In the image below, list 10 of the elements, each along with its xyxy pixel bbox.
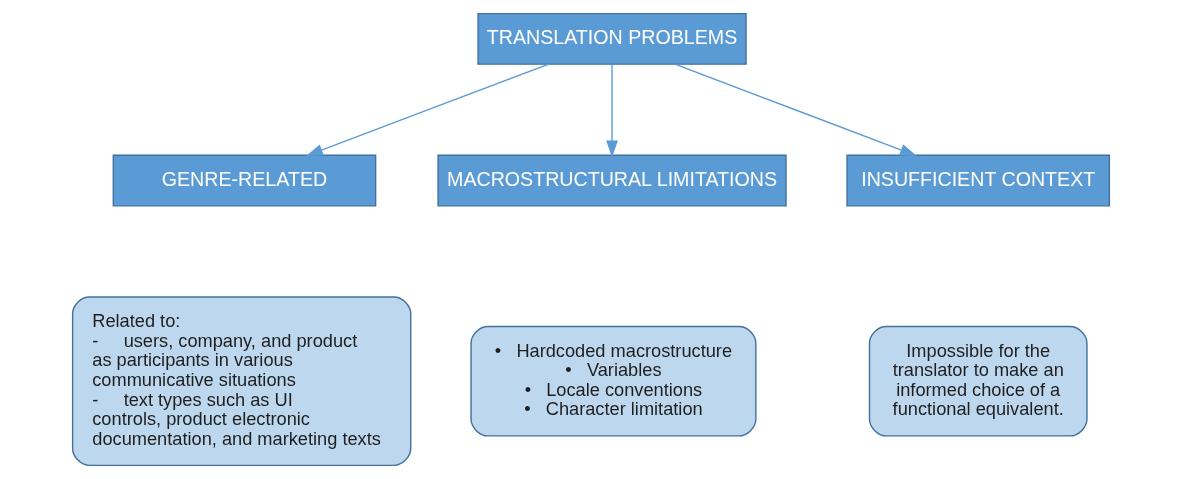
- node-box: Impossible for the translator to make an informed choice of a functional equivalent.: [868, 325, 1088, 437]
- node-box: Related to: - users, company, and product as participants in various communicative situations - text types such as UI controls, product electronic documentation, and marketing texts: [71, 296, 412, 467]
- arrow: [606, 63, 618, 158]
- arrow: [674, 63, 917, 156]
- arrow: [306, 63, 550, 156]
- node-box: GENRE-RELATED: [112, 154, 377, 207]
- node-box: TRANSLATION PROBLEMS: [477, 12, 747, 65]
- node-box: INSUFFICIENT CONTEXT: [846, 154, 1111, 207]
- node-box: • Hardcoded macrostructure • Variables • Locale conventions • Character limitation: [470, 325, 757, 437]
- node-box: MACROSTRUCTURAL LIMITATIONS: [437, 154, 787, 207]
